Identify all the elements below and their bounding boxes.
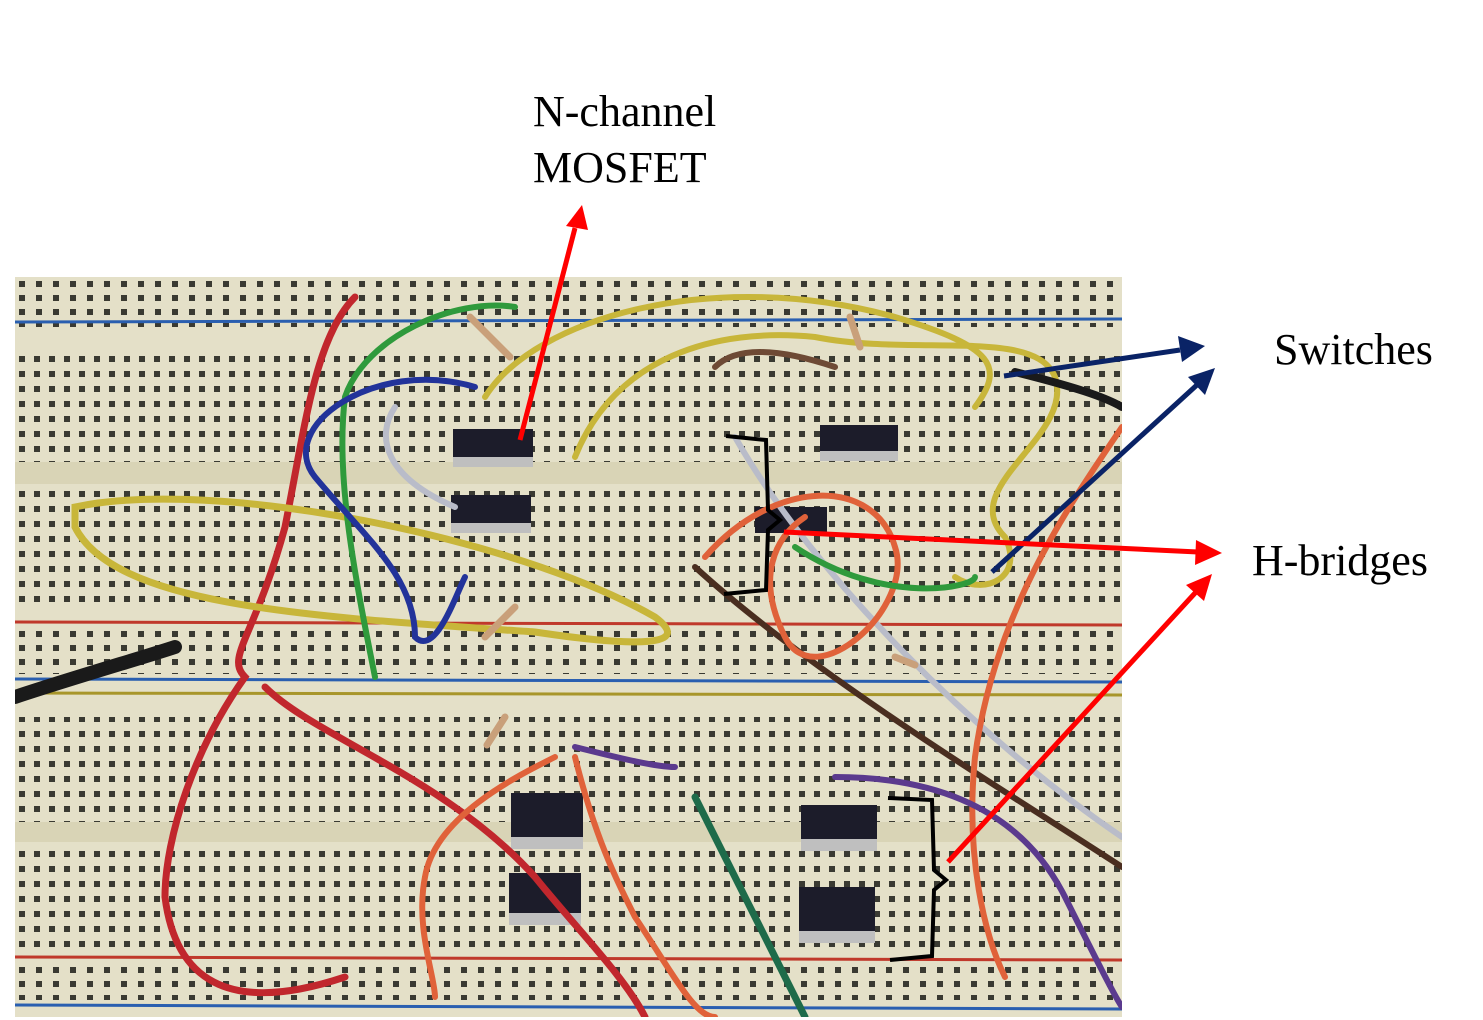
resistors <box>466 313 919 749</box>
terminal-strip-1 <box>15 347 1122 462</box>
switches-label: Switches <box>1274 325 1433 374</box>
h-bridges-label: H-bridges <box>1252 536 1428 585</box>
n-channel-mosfet-label: N-channel MOSFET <box>533 84 716 196</box>
n-channel-label-line1: N-channel <box>533 87 717 136</box>
n-channel-label-line2: MOSFET <box>533 143 707 192</box>
center-channel-1 <box>15 462 1122 484</box>
power-rail-bottom <box>15 965 1122 1000</box>
mosfet-components <box>451 425 898 943</box>
breadboard-photo <box>15 277 1122 1017</box>
